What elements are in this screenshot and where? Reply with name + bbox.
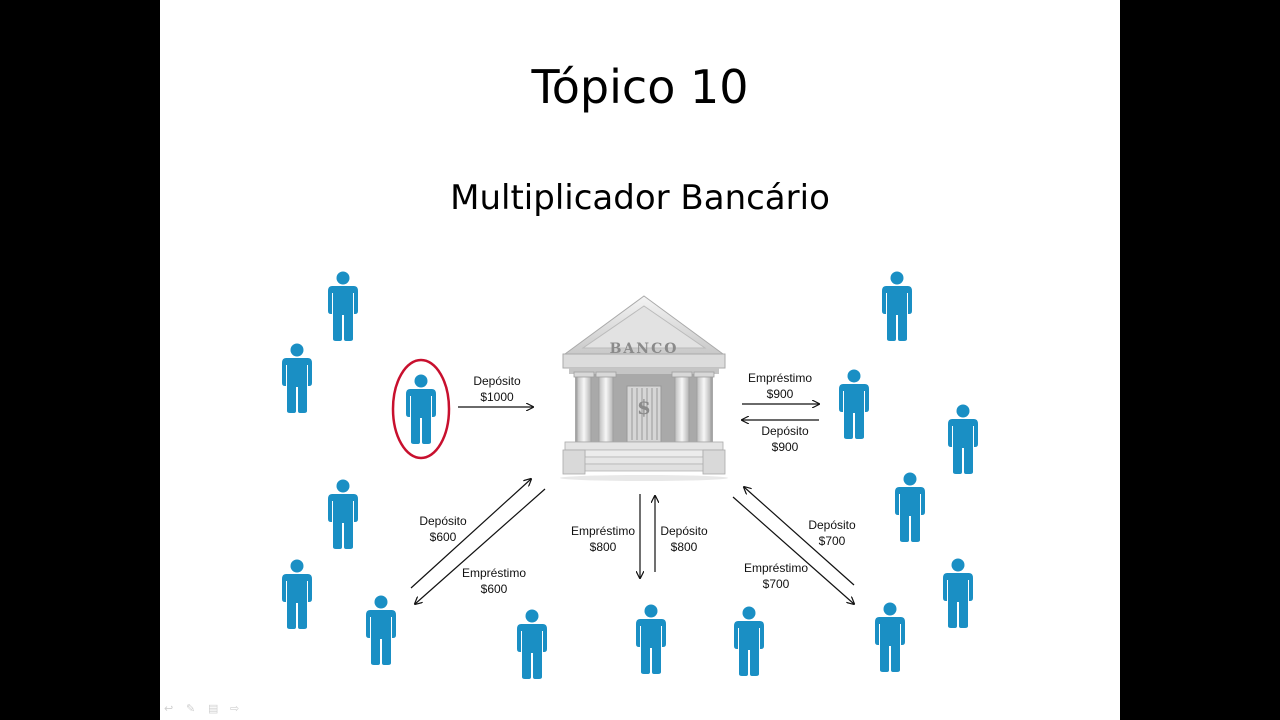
person-icon xyxy=(328,479,358,549)
label-loan-600: Empréstimo$600 xyxy=(461,566,526,596)
person-icon xyxy=(636,604,666,674)
pen-icon[interactable]: ✎ xyxy=(186,703,196,715)
flow-arrows xyxy=(391,358,1120,720)
forward-arrow-icon[interactable]: ⇨ xyxy=(230,703,240,715)
person-icon xyxy=(517,609,547,679)
arrow-loan-700 xyxy=(732,496,854,604)
back-arrow-icon[interactable]: ↩ xyxy=(164,703,174,715)
person-icon xyxy=(734,606,764,676)
label-loan-900: Empréstimo$900 xyxy=(747,371,812,401)
person-icon-highlighted xyxy=(406,374,436,444)
slide-subtitle: Multiplicador Bancário xyxy=(450,178,830,218)
arrow-deposit-600 xyxy=(410,479,531,589)
person-icon xyxy=(948,404,978,474)
person-icon xyxy=(839,369,869,439)
label-initial-deposit: Depósito$1000 xyxy=(473,374,521,404)
svg-text:$: $ xyxy=(637,395,651,419)
arrow-loan-600 xyxy=(415,488,546,604)
label-deposit-900: Depósito$900 xyxy=(761,424,809,454)
label-loan-700: Empréstimo$700 xyxy=(743,561,808,591)
label-deposit-800: Depósito$800 xyxy=(660,524,708,554)
person-icon xyxy=(895,472,925,542)
slide-title: Tópico 10 xyxy=(531,60,749,114)
slideshow-toolbar: ↩ ✎ ▤ ⇨ xyxy=(164,703,244,715)
person-icon xyxy=(328,271,358,341)
bank-building-icon: $ xyxy=(560,295,728,481)
person-icon xyxy=(943,558,973,628)
person-icon xyxy=(875,602,905,672)
person-icon xyxy=(366,595,396,665)
label-loan-800: Empréstimo$800 xyxy=(570,524,635,554)
person-icon xyxy=(282,559,312,629)
person-icon xyxy=(882,271,912,341)
highlight-circle xyxy=(391,358,451,460)
person-icon xyxy=(282,343,312,413)
slides-grid-icon[interactable]: ▤ xyxy=(208,703,219,715)
label-deposit-700: Depósito$700 xyxy=(808,518,856,548)
label-deposit-600: Depósito$600 xyxy=(419,514,467,544)
bank-sign: BANCO xyxy=(609,341,679,357)
slide: Tópico 10 Multiplicador Bancário xyxy=(160,0,1120,720)
arrow-deposit-700 xyxy=(744,487,855,586)
